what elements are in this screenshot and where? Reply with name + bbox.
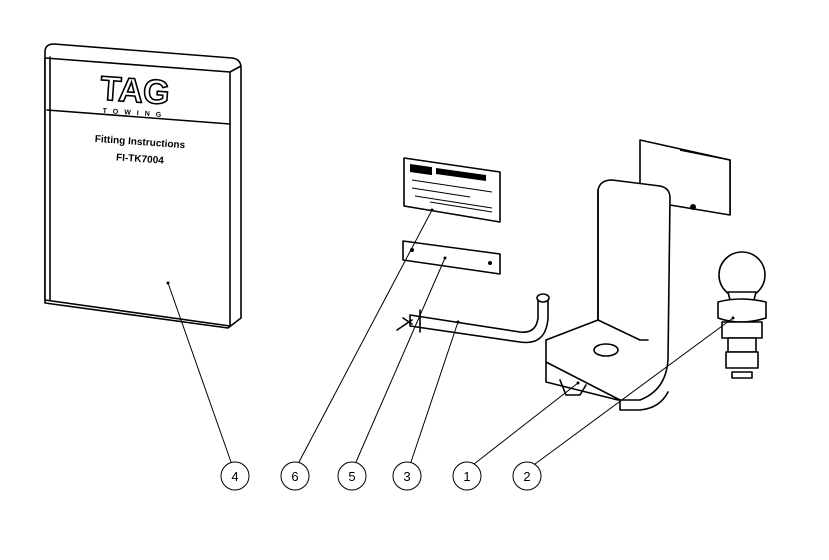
- svg-text:1: 1: [463, 469, 470, 484]
- balloon-1: 1: [452, 461, 482, 491]
- hitch-pin: [396, 293, 550, 344]
- flat-bar: [402, 240, 501, 275]
- label-plate: [403, 157, 501, 223]
- svg-text:3: 3: [403, 469, 410, 484]
- balloon-5: 5: [337, 461, 367, 491]
- balloon-6: 6: [280, 461, 310, 491]
- drop-shank: [545, 139, 731, 411]
- svg-text:6: 6: [291, 469, 298, 484]
- leader-lines: [167, 209, 734, 465]
- book-code: FI-TK7004: [116, 152, 165, 166]
- balloon-3: 3: [392, 461, 422, 491]
- book-logo: TAG: [99, 70, 171, 113]
- balloon-2: 2: [512, 461, 542, 491]
- svg-text:5: 5: [348, 469, 355, 484]
- balloon-4: 4: [220, 461, 250, 491]
- svg-text:4: 4: [231, 469, 238, 484]
- svg-text:2: 2: [523, 469, 530, 484]
- tow-ball: [717, 251, 767, 379]
- instruction-book: TAG TOWING Fitting Instructions FI-TK700…: [44, 43, 242, 329]
- book-logo-sub: TOWING: [102, 108, 167, 119]
